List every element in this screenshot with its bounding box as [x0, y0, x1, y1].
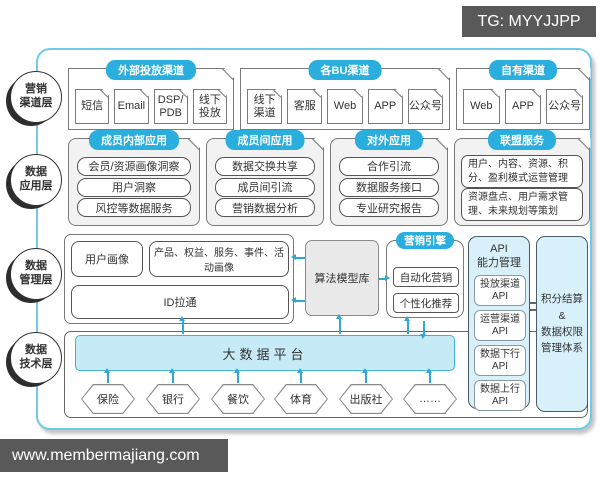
- api-item: 数据下行 API: [474, 345, 526, 376]
- group-items: 合作引流 数据服务接口 专业研究报告: [339, 155, 439, 219]
- application-item: 风控等数据服务: [77, 198, 191, 218]
- channel-item: APP: [367, 89, 403, 124]
- channel-item: Web: [327, 89, 363, 124]
- channel-item: APP: [504, 89, 542, 124]
- down-arrow-connector: [420, 321, 426, 339]
- right-arrow-connector: [379, 275, 390, 281]
- up-arrow-connector: [297, 368, 303, 383]
- channel-item: 公众号: [546, 89, 584, 124]
- layer-circle-data-application: 数据 应用层: [10, 154, 62, 206]
- left-arrow-connector: [291, 254, 305, 260]
- group-external-channels: 外部投放渠道 短信 Email DSP/ PDB 线下 投放: [68, 60, 234, 130]
- group-title-pill: 外部投放渠道: [106, 60, 196, 80]
- application-item: 数据服务接口: [339, 177, 439, 197]
- user-profile-box: 用户画像: [71, 241, 143, 277]
- group-items: 会员/资源画像洞察 用户洞察 风控等数据服务: [77, 155, 191, 219]
- up-arrow-connector: [104, 368, 110, 383]
- group-items: Web APP 公众号: [463, 89, 584, 124]
- group-external-apps: 对外应用 合作引流 数据服务接口 专业研究报告: [330, 130, 448, 226]
- up-arrow-connector: [234, 368, 240, 383]
- group-title-pill: 自有渠道: [489, 60, 557, 80]
- group-alliance-services: 联盟服务 用户、内容、资源、积分、盈利模式运营管理 资源盘点、用户需求管理、未来…: [454, 130, 590, 226]
- channel-item: 线下 渠道: [247, 89, 283, 124]
- up-arrow-connector: [179, 316, 185, 334]
- industry-hexagon: 餐饮: [211, 384, 265, 414]
- application-item: 数据交换共享: [215, 156, 315, 176]
- group-title-pill: 各BU渠道: [308, 60, 382, 80]
- group-member-internal-apps: 成员内部应用 会员/资源画像洞察 用户洞察 风控等数据服务: [68, 130, 200, 226]
- group-bu-channels: 各BU渠道 线下 渠道 客服 Web APP 公众号: [240, 60, 450, 130]
- settlement-panel: 积分结算 & 数据权限 管理体系: [536, 236, 588, 412]
- panel-link-line: [530, 309, 536, 311]
- api-item: 投放渠道 API: [474, 275, 526, 306]
- channel-item: 客服: [287, 89, 323, 124]
- industry-hexagon: ……: [403, 384, 457, 414]
- big-data-platform: 大数据平台: [75, 335, 455, 371]
- group-title-pill: 成员间应用: [225, 130, 305, 150]
- channel-item: 线下 投放: [192, 89, 227, 124]
- api-capability-panel: API 能力管理 投放渠道 API 运营渠道 API 数据下行 API 数据上行…: [468, 236, 530, 411]
- group-items: 数据交换共享 成员间引流 营销数据分析: [215, 155, 315, 219]
- engine-item: 自动化营销: [393, 267, 459, 287]
- group-items: 短信 Email DSP/ PDB 线下 投放: [75, 89, 227, 124]
- application-item: 成员间引流: [215, 177, 315, 197]
- group-items: 线下 渠道 客服 Web APP 公众号: [247, 89, 444, 124]
- group-own-channels: 自有渠道 Web APP 公众号: [456, 60, 590, 130]
- diagram-frame: 外部投放渠道 短信 Email DSP/ PDB 线下 投放 各BU渠道 线下 …: [36, 48, 592, 430]
- left-arrow-connector: [291, 297, 305, 303]
- application-item: 用户洞察: [77, 177, 191, 197]
- group-items: 用户、内容、资源、积分、盈利模式运营管理 资源盘点、用户需求管理、未来规划等策划: [461, 155, 583, 221]
- up-arrow-connector: [169, 368, 175, 383]
- profile-container: 用户画像 产品、权益、服务、事件、活动画像 ID拉通: [64, 234, 294, 324]
- telegram-watermark: TG: MYYJJPP: [462, 6, 596, 37]
- channel-item: 公众号: [407, 89, 444, 124]
- up-arrow-connector: [362, 368, 368, 383]
- group-title-pill: 成员内部应用: [89, 130, 179, 150]
- application-item: 资源盘点、用户需求管理、未来规划等策划: [461, 188, 583, 221]
- layer-circle-marketing-channel: 营销 渠道层: [10, 71, 62, 123]
- up-arrow-connector: [426, 368, 432, 383]
- id-mapping-box: ID拉通: [71, 285, 289, 319]
- group-title-pill: 对外应用: [355, 130, 423, 150]
- panel-link-line: [530, 302, 536, 304]
- industry-hexagon: 保险: [81, 384, 135, 414]
- application-item: 会员/资源画像洞察: [77, 156, 191, 176]
- channel-item: DSP/ PDB: [153, 89, 188, 124]
- api-item: 数据上行 API: [474, 380, 526, 411]
- marketing-engine-group: 营销引擎 自动化营销 个性化推荐: [386, 232, 464, 318]
- group-title-pill: 营销引擎: [396, 232, 454, 249]
- group-title-pill: 联盟服务: [488, 130, 556, 150]
- up-arrow-connector: [404, 316, 410, 334]
- group-inter-member-apps: 成员间应用 数据交换共享 成员间引流 营销数据分析: [206, 130, 324, 226]
- application-item: 营销数据分析: [215, 198, 315, 218]
- channel-item: 短信: [75, 89, 110, 124]
- industry-hexagon: 体育: [274, 384, 328, 414]
- application-item: 专业研究报告: [339, 198, 439, 218]
- engine-item: 个性化推荐: [393, 293, 459, 313]
- api-item: 运营渠道 API: [474, 310, 526, 341]
- website-watermark: www.membermajiang.com: [0, 439, 228, 472]
- layer-circle-data-management: 数据 管理层: [10, 248, 62, 300]
- industry-hexagon: 出版社: [339, 384, 393, 414]
- algorithm-model-box: 算法模型库: [305, 240, 379, 316]
- industry-hexagon: 银行: [146, 384, 200, 414]
- channel-item: Email: [114, 89, 149, 124]
- application-item: 合作引流: [339, 156, 439, 176]
- api-panel-title: API 能力管理: [477, 243, 521, 270]
- object-profile-box: 产品、权益、服务、事件、活动画像: [149, 241, 289, 277]
- layer-circle-data-technology: 数据 技术层: [10, 332, 62, 384]
- channel-item: Web: [463, 89, 500, 124]
- up-arrow-connector: [336, 314, 342, 334]
- application-item: 用户、内容、资源、积分、盈利模式运营管理: [461, 155, 583, 188]
